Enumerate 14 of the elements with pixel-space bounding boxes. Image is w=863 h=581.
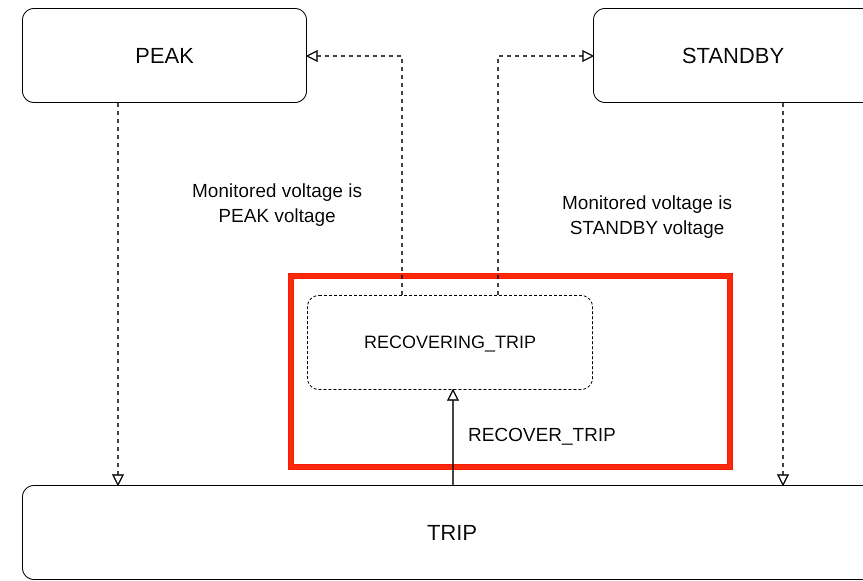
state-label: TRIP [426,520,478,546]
arrow [777,103,789,486]
highlight-frame [288,273,733,470]
arrow [112,103,124,486]
state-label: STANDBY [682,42,784,68]
state-label: RECOVERING_TRIP [364,332,536,353]
state-box [307,295,593,390]
state-box [22,8,307,103]
state-box [22,485,863,580]
arrow [497,50,594,295]
arrow [447,389,459,485]
state-label: PEAK [135,42,194,68]
arrow [306,50,403,295]
state-box [593,8,863,103]
